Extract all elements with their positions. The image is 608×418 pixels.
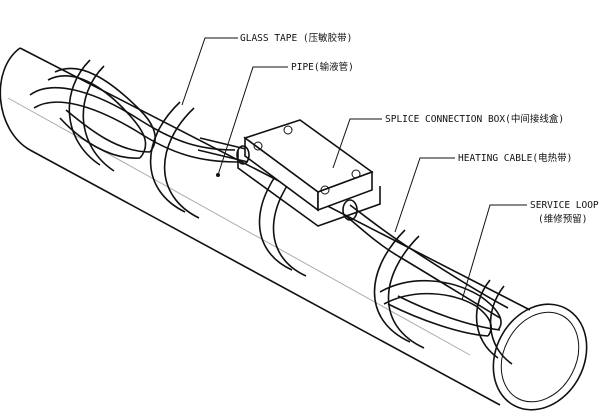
label-splice-box: SPLICE CONNECTION BOX(中间接线盒) [385,113,564,125]
leader-lines [181,37,527,301]
heating-cable [29,67,509,337]
label-service-loop: SERVICE LOOP [530,200,599,211]
label-service-loop-sub: (维修预留) [538,213,587,225]
pipe [0,47,588,411]
label-glass-tape: GLASS TAPE (压敏胶带) [240,32,352,44]
label-pipe: PIPE(输液管) [291,61,354,73]
splice-connection-box [236,119,381,227]
label-heating-cable: HEATING CABLE(电热带) [458,152,572,164]
